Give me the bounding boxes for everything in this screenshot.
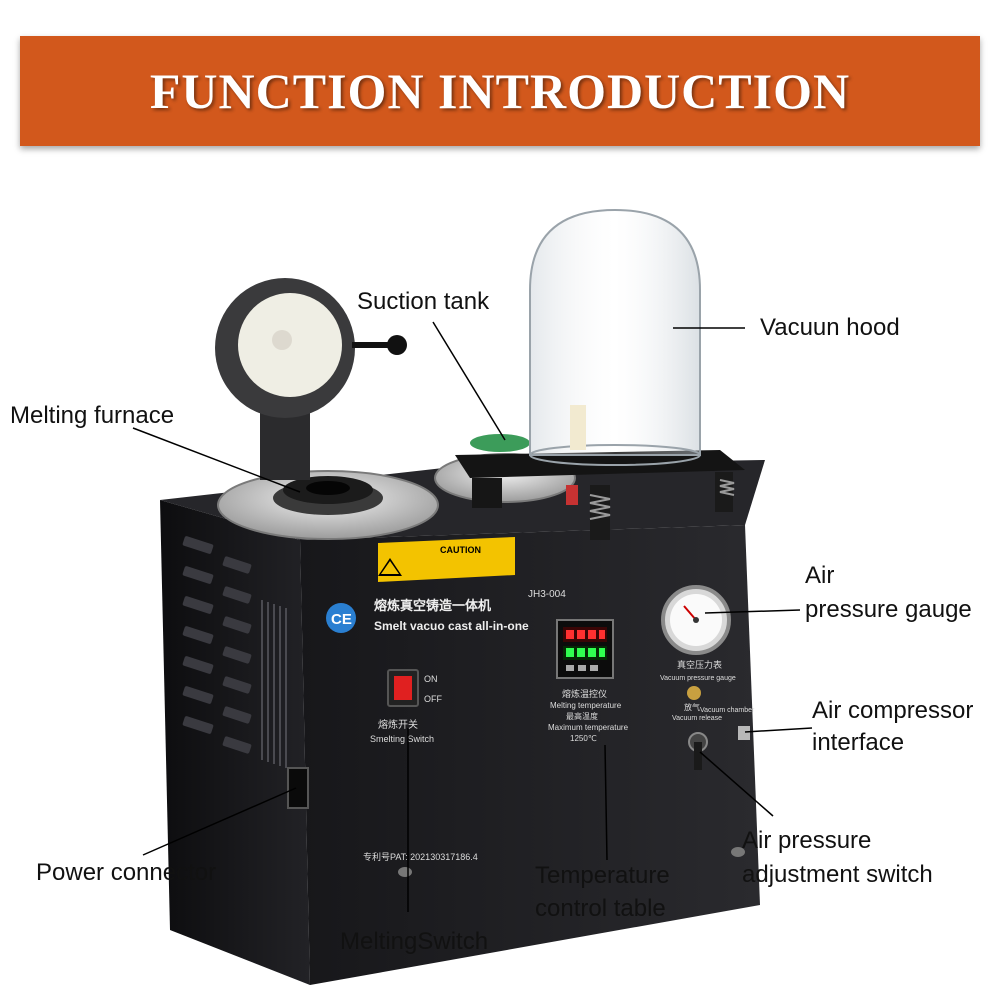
temp-max-en-text: Maximum temperature — [548, 723, 629, 732]
label-melting-furnace: Melting furnace — [10, 402, 175, 429]
temp-max-cn-text: 最高温度 — [566, 711, 598, 721]
label-air-gauge-2: pressure gauge — [805, 596, 972, 623]
compressor-port — [738, 726, 750, 740]
suction-green-pad — [470, 434, 530, 452]
ce-badge — [326, 603, 356, 633]
device-title-en: Smelt vacuo cast all-in-one — [374, 619, 529, 633]
housing-front — [300, 525, 760, 985]
grille — [261, 600, 287, 768]
gauge-cn-text: 真空压力表 — [677, 659, 722, 670]
vacuum-dome — [529, 208, 701, 456]
temp-en-text: Melting temperature — [550, 701, 622, 710]
release-en-text: Vacuum release — [672, 715, 722, 722]
label-adjust-1: Air pressure — [742, 827, 872, 854]
label-compressor-2: interface — [812, 729, 905, 756]
label-adjust-2: adjustment switch — [742, 861, 933, 888]
release-valve — [687, 686, 701, 700]
label-melting-switch: MeltingSwitch — [340, 928, 489, 955]
switch-on-text: ON — [424, 674, 438, 684]
ce-text: CE — [331, 611, 352, 628]
label-temperature-2: control table — [535, 895, 666, 922]
patent-text: 专利号PAT: 202130317186.4 — [363, 851, 478, 862]
switch-off-text: OFF — [424, 694, 442, 704]
model-text: JH3-004 — [528, 589, 566, 600]
label-power-connector: Power connector — [36, 859, 217, 886]
release-cn-text: 放气 — [684, 702, 700, 712]
leader-lines — [132, 321, 813, 912]
label-vacuum-hood: Vacuun hood — [760, 314, 900, 341]
lid-knob — [387, 335, 407, 355]
label-compressor-1: Air compressor — [812, 697, 974, 724]
gauge-en-text: Vacuum pressure gauge — [660, 675, 736, 682]
chamber-en-text: Vacuum chamber — [700, 707, 755, 714]
temp-max-value-text: 1250℃ — [570, 734, 597, 743]
label-suction-tank: Suction tank — [357, 288, 490, 315]
caution-sticker — [378, 537, 515, 582]
side-vents — [182, 536, 252, 754]
caution-text: CAUTION — [440, 545, 481, 555]
power-socket — [287, 767, 309, 809]
temp-cn-text: 熔炼温控仪 — [562, 688, 607, 699]
switch-cn-text: 熔炼开关 — [378, 718, 418, 731]
banner-title: FUNCTION INTRODUCTION — [149, 63, 851, 119]
title-banner: FUNCTION INTRODUCTION — [20, 36, 980, 146]
switch-en-text: Smelting Switch — [370, 734, 434, 744]
label-temperature-1: Temperature — [535, 862, 670, 889]
label-air-gauge-1: Air — [805, 562, 835, 589]
device-title-cn: 熔炼真空铸造一体机 — [374, 598, 491, 613]
